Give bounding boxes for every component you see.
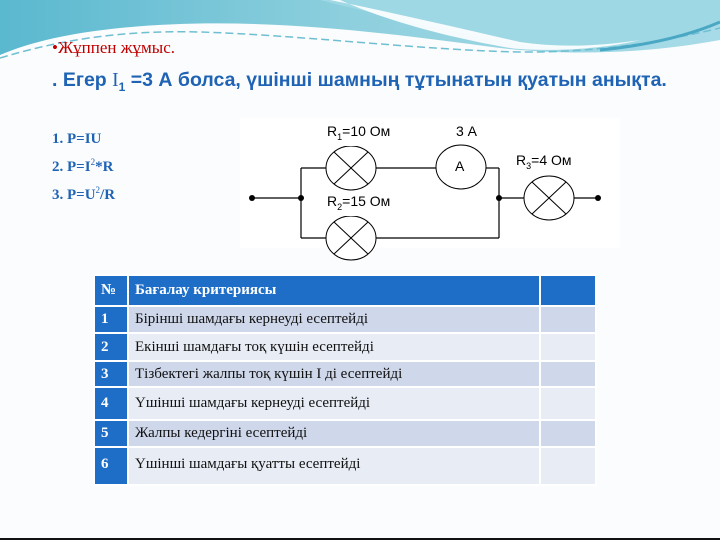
row-number: 3 bbox=[93, 360, 129, 388]
r2-sub: 2 bbox=[337, 201, 343, 212]
r1-name: R bbox=[327, 123, 338, 139]
row-number: 4 bbox=[93, 386, 129, 421]
lamp-r2-icon bbox=[325, 215, 377, 261]
current-variable: I bbox=[112, 70, 119, 91]
row-criteria: Тізбектегі жалпы тоқ күшін I ді есептейд… bbox=[127, 360, 541, 388]
label-ammeter-reading: 3 А bbox=[453, 122, 481, 140]
question-text: . Егер I1 =3 А болса, үшінші шамның тұты… bbox=[52, 64, 672, 103]
r3-value: =4 Ом bbox=[531, 152, 572, 168]
table-row: 5 Жалпы кедергіні есептейді bbox=[93, 419, 597, 448]
table-header-row: № Бағалау критериясы bbox=[93, 274, 597, 307]
lamp-r1-icon bbox=[325, 145, 377, 191]
table-row: 1 Бірінші шамдағы кернеуді есептейді bbox=[93, 305, 597, 334]
question-prefix: . Егер bbox=[52, 69, 113, 91]
bottom-border bbox=[0, 538, 720, 540]
label-r2: R2=15 Ом bbox=[324, 192, 394, 216]
formula-text-after: *R bbox=[95, 159, 114, 175]
r3-name: R bbox=[516, 152, 527, 168]
formula-item: 2. P=I2*R bbox=[52, 151, 115, 179]
row-number: 2 bbox=[93, 332, 129, 362]
formula-number: 1. bbox=[52, 131, 64, 147]
formula-text-after: /R bbox=[100, 187, 116, 203]
r2-value: =15 Ом bbox=[342, 193, 391, 209]
formula-exponent: 2 bbox=[90, 157, 96, 167]
question-suffix: =3 А болса, үшінші шамның тұтынатын қуат… bbox=[125, 69, 667, 91]
current-subscript: 1 bbox=[118, 79, 126, 94]
header-criteria: Бағалау критериясы bbox=[127, 274, 541, 307]
r2-name: R bbox=[327, 193, 338, 209]
row-score-cell[interactable] bbox=[539, 419, 597, 448]
r1-value: =10 Ом bbox=[342, 123, 391, 139]
header-score bbox=[539, 274, 597, 307]
formula-list: 1. P=IU 2. P=I2*R 3. P=U2/R bbox=[52, 128, 115, 207]
formula-number: 3. bbox=[52, 187, 64, 203]
table-row: 2 Екінші шамдағы тоқ күшін есептейді bbox=[93, 332, 597, 362]
r1-sub: 1 bbox=[337, 131, 343, 142]
junction-dots bbox=[249, 195, 601, 201]
row-score-cell[interactable] bbox=[539, 386, 597, 421]
label-r3: R3=4 Ом bbox=[513, 151, 575, 175]
header-number: № bbox=[93, 274, 129, 307]
table-row: 6 Үшінші шамдағы қуатты есептейді bbox=[93, 446, 597, 486]
row-number: 5 bbox=[93, 419, 129, 448]
row-score-cell[interactable] bbox=[539, 446, 597, 486]
formula-text: P=IU bbox=[67, 131, 102, 147]
formula-item: 3. P=U2/R bbox=[52, 179, 115, 207]
table-row: 3 Тізбектегі жалпы тоқ күшін I ді есепте… bbox=[93, 360, 597, 388]
label-r1: R1=10 Ом bbox=[324, 122, 394, 146]
ammeter-symbol: А bbox=[455, 158, 465, 174]
row-criteria: Үшінші шамдағы қуатты есептейді bbox=[127, 446, 541, 486]
row-criteria: Бірінші шамдағы кернеуді есептейді bbox=[127, 305, 541, 334]
formula-item: 1. P=IU bbox=[52, 128, 115, 151]
formula-text: P=U bbox=[67, 187, 96, 203]
row-number: 6 bbox=[93, 446, 129, 486]
formula-exponent: 2 bbox=[95, 185, 101, 195]
row-score-cell[interactable] bbox=[539, 332, 597, 362]
row-criteria: Екінші шамдағы тоқ күшін есептейді bbox=[127, 332, 541, 362]
subtitle: •Жұппен жұмыс. bbox=[52, 38, 175, 57]
criteria-table: № Бағалау критериясы 1 Бірінші шамдағы к… bbox=[93, 274, 597, 486]
row-score-cell[interactable] bbox=[539, 360, 597, 388]
r3-sub: 3 bbox=[526, 160, 532, 171]
row-score-cell[interactable] bbox=[539, 305, 597, 334]
ammeter-icon bbox=[435, 144, 487, 190]
row-number: 1 bbox=[93, 305, 129, 334]
row-criteria: Үшінші шамдағы кернеуді есептейді bbox=[127, 386, 541, 421]
table-row: 4 Үшінші шамдағы кернеуді есептейді bbox=[93, 386, 597, 421]
formula-text: P=I bbox=[67, 159, 91, 175]
formula-number: 2. bbox=[52, 159, 64, 175]
lamp-r3-icon bbox=[523, 175, 575, 221]
row-criteria: Жалпы кедергіні есептейді bbox=[127, 419, 541, 448]
